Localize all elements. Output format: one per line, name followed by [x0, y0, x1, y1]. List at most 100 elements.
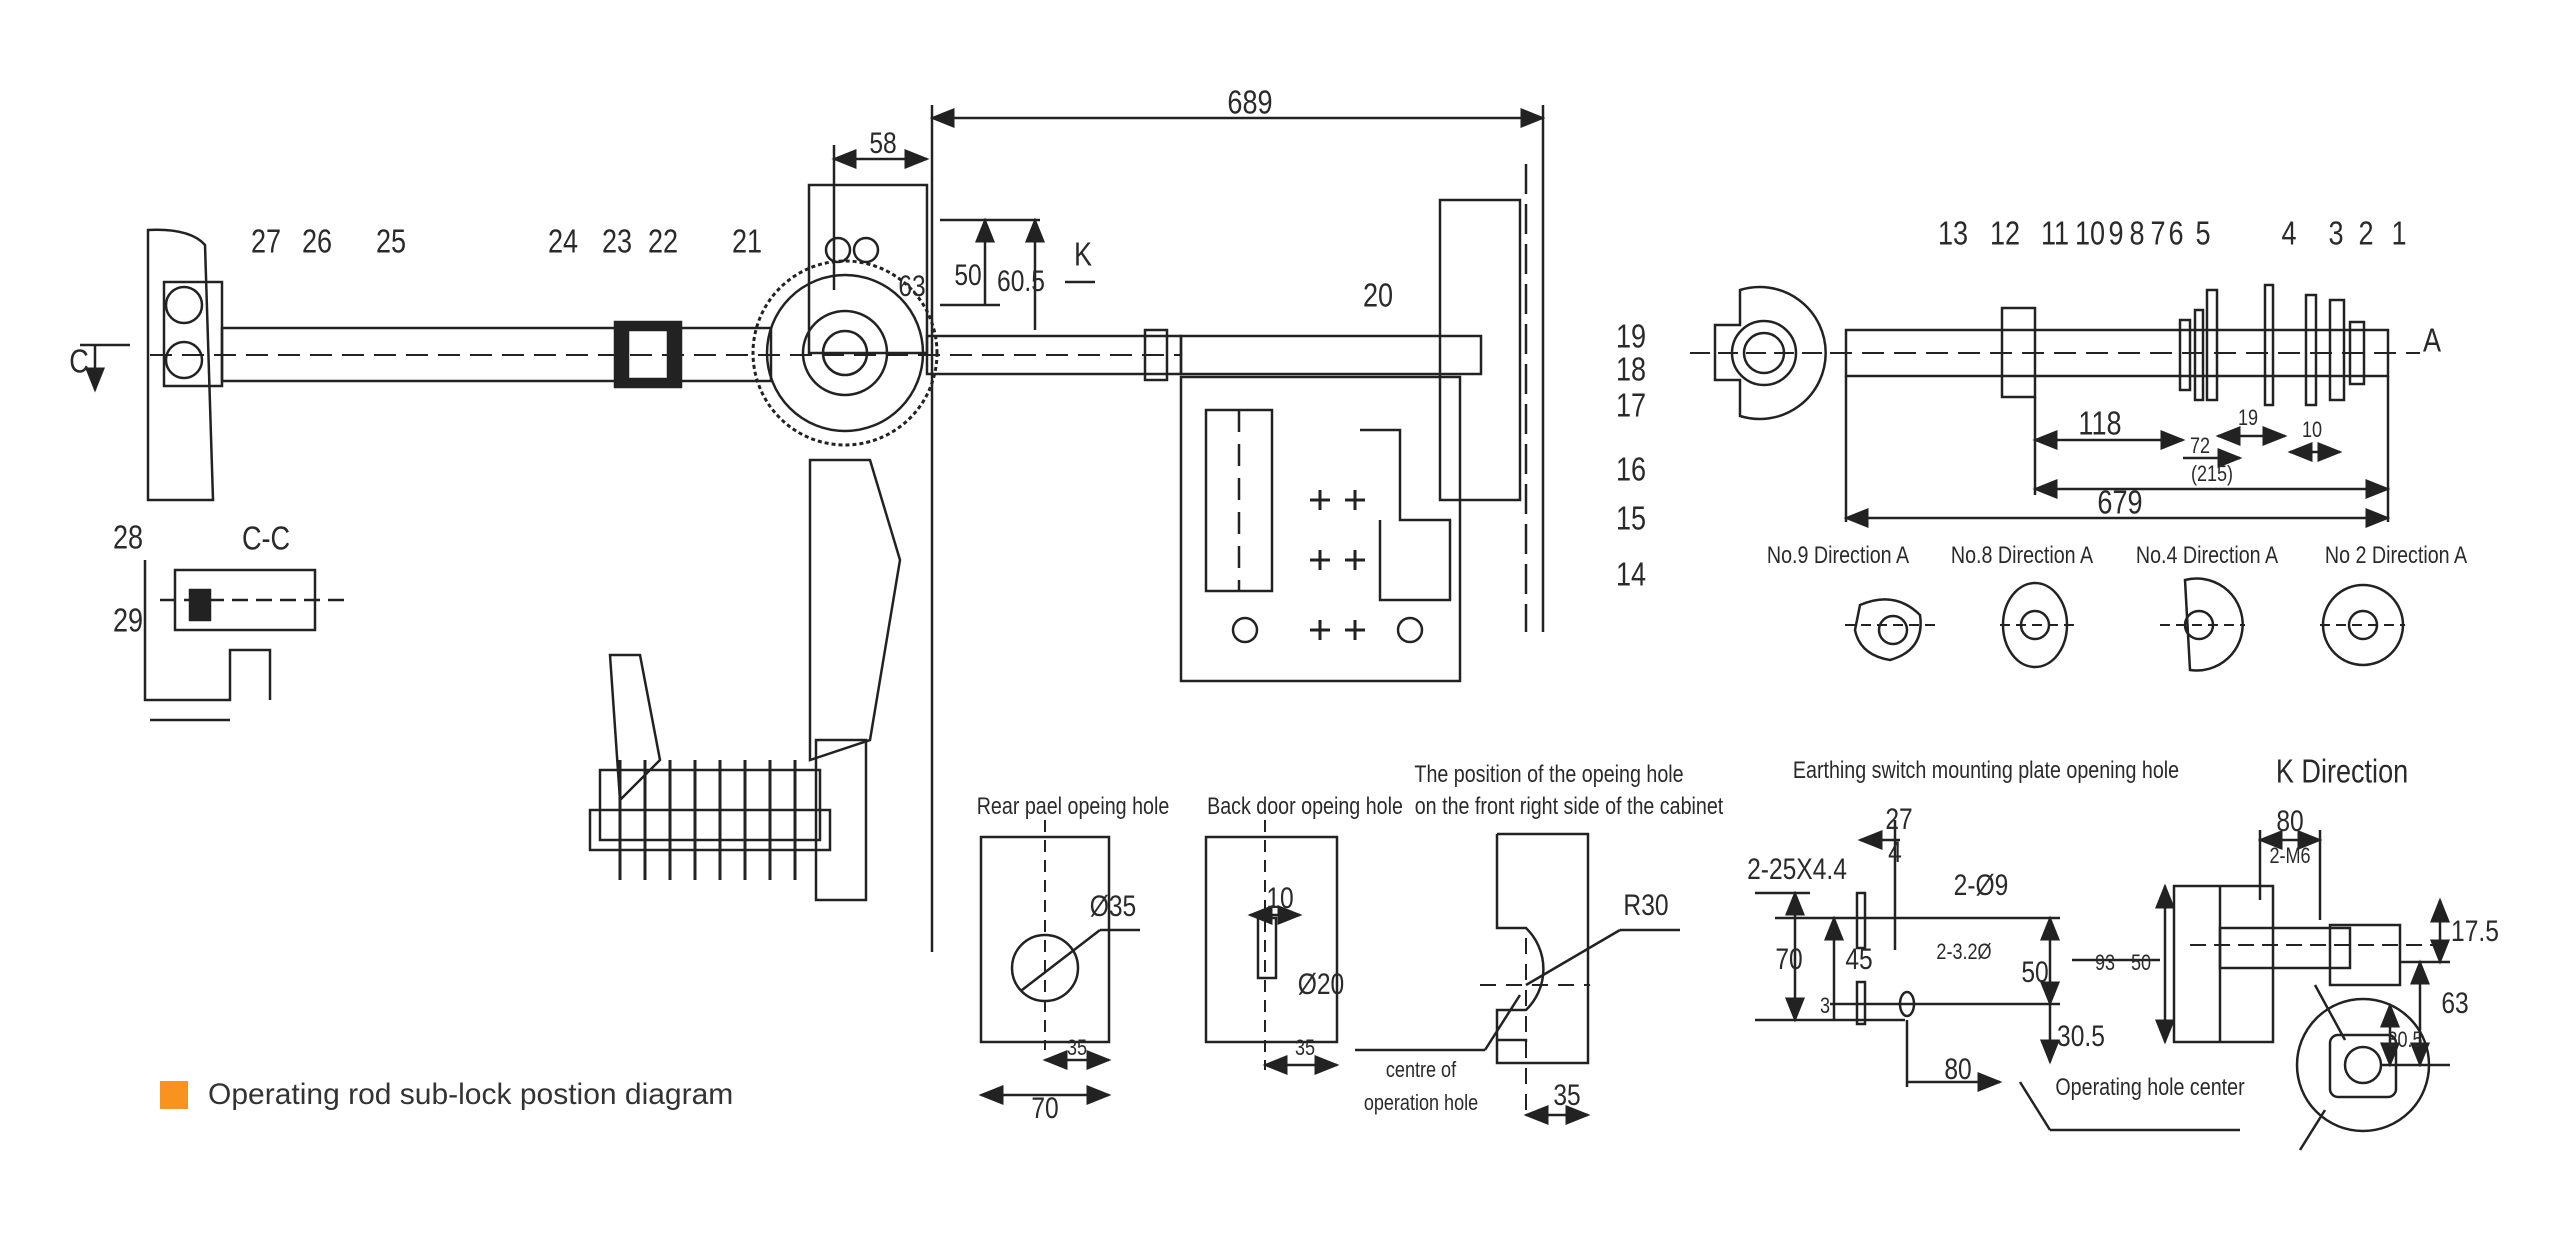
back-door-title: Back door opeing hole: [1207, 793, 1403, 820]
direction-caption: No 2 Direction A: [2324, 542, 2468, 569]
k-direction-view: [2155, 830, 2450, 1151]
part-number: 15: [1615, 499, 1647, 537]
front-right-hole-view: [1355, 832, 1680, 1125]
part-number: 12: [1989, 214, 2021, 252]
view-marker-a: A: [2422, 321, 2442, 359]
part-number: 28: [112, 518, 144, 556]
dimension-label: Ø20: [1297, 968, 1345, 1001]
part-number: 27: [250, 222, 282, 260]
part-number: 21: [731, 222, 763, 260]
dimension-label: 35: [1553, 1079, 1581, 1112]
legend-label: Operating rod sub-lock postion diagram: [208, 1078, 734, 1111]
dimension-label: 70: [1031, 1092, 1059, 1125]
dimension-label: 35: [1066, 1035, 1088, 1060]
rear-panel-title: Rear pael opeing hole: [976, 793, 1170, 820]
annotation: operation hole: [1363, 1090, 1479, 1115]
part-number: 11: [2040, 214, 2070, 252]
direction-caption: No.9 Direction A: [1766, 542, 1910, 569]
annotation: Operating hole center: [2055, 1074, 2245, 1101]
view-marker-k: K: [1073, 235, 1093, 273]
part-number: 23: [601, 222, 633, 260]
direction-caption: No.4 Direction A: [2135, 542, 2279, 569]
dimension-label: 17.5: [2451, 915, 2499, 948]
dimension-label: 63: [898, 270, 926, 303]
direction-views: [1845, 577, 2405, 672]
dimension-label: 2-M6: [2269, 843, 2311, 868]
dimension-label: 2-3.2Ø: [1936, 939, 1992, 964]
front-right-title: on the front right side of the cabinet: [1414, 793, 1724, 820]
back-door-hole-view: [1204, 820, 1340, 1075]
annotation: centre of: [1385, 1057, 1457, 1082]
earthing-title: Earthing switch mounting plate opening h…: [1792, 757, 2180, 784]
dimension-label: 93: [2094, 950, 2116, 975]
shaft-side-view: [1830, 283, 2420, 528]
dimension-689: [831, 105, 1546, 952]
dimension-label: (215): [2190, 461, 2234, 486]
part-number: 16: [1615, 450, 1647, 488]
part-number: 29: [112, 601, 144, 639]
part-number: 17: [1615, 386, 1647, 424]
section-c-c: [143, 560, 345, 722]
dimension-label: 72: [2189, 433, 2211, 458]
dimension-label: 63: [2441, 987, 2469, 1020]
dimension-label: 45: [1845, 943, 1873, 976]
part-number: 3: [2328, 214, 2344, 252]
dimension-label: R30: [1623, 889, 1669, 922]
dimension-label: 689: [1227, 83, 1273, 121]
section-marker-c: C: [69, 342, 89, 380]
part-number: 5: [2195, 214, 2211, 252]
dimension-label: 60.5: [997, 265, 1045, 298]
dimension-label: 80: [2276, 805, 2304, 838]
part-number: 1: [2391, 214, 2407, 252]
end-view-disc: [1690, 285, 1840, 421]
part-number: 13: [1937, 214, 1969, 252]
dimension-label: 30.5: [2387, 1027, 2423, 1052]
dimension-label: 2-25X4.4: [1747, 853, 1847, 886]
dimension-label: 58: [869, 127, 897, 160]
part-number: 18: [1615, 350, 1647, 388]
dimension-label: 118: [2078, 404, 2122, 442]
dimension-label: 2-Ø9: [1953, 869, 2009, 902]
dimension-label: Ø35: [1089, 890, 1137, 923]
dimension-label: 19: [2237, 405, 2259, 430]
dimension-label: 30.5: [2057, 1020, 2105, 1053]
part-number: 24: [547, 222, 579, 260]
dimension-label: 70: [1775, 943, 1803, 976]
dimension-label: 50: [2021, 956, 2049, 989]
part-number: 14: [1615, 555, 1647, 593]
dimension-label: 50: [2130, 950, 2152, 975]
rear-panel-hole-view: [978, 820, 1140, 1105]
dimension-label: 3: [1819, 993, 1831, 1018]
part-number: 6: [2168, 214, 2184, 252]
part-number: 20: [1362, 276, 1394, 314]
dimension-label: 679: [2097, 483, 2143, 521]
dimension-label: 10: [1266, 882, 1294, 915]
insulator-mechanism: [588, 458, 902, 902]
part-number: 9: [2108, 214, 2124, 252]
part-number: 22: [647, 222, 679, 260]
operating-rod-assembly: [80, 183, 1183, 502]
legend: Operating rod sub-lock postion diagram: [160, 1078, 733, 1112]
dimension-label: 50: [954, 259, 982, 292]
legend-swatch: [160, 1081, 188, 1109]
direction-caption: No.8 Direction A: [1950, 542, 2094, 569]
part-number: 19: [1615, 317, 1647, 355]
k-direction-title: K Direction: [2275, 752, 2409, 790]
part-number: 25: [375, 222, 407, 260]
front-right-title: The position of the opeing hole: [1414, 761, 1684, 788]
earthing-plate-hole-view: [1755, 820, 2240, 1132]
part-number: 10: [2074, 214, 2106, 252]
part-number: 26: [301, 222, 333, 260]
part-number: 4: [2281, 214, 2297, 252]
dimension-label: 80: [1944, 1053, 1972, 1086]
part-number: 7: [2150, 214, 2166, 252]
dimension-label: 27: [1885, 803, 1913, 836]
dimension-label: 10: [2301, 417, 2323, 442]
part-number: 2: [2358, 214, 2374, 252]
dimension-label: 35: [1294, 1035, 1316, 1060]
dimension-label: 4: [1888, 836, 1902, 869]
part-number: 8: [2129, 214, 2145, 252]
section-title: C-C: [241, 519, 291, 557]
